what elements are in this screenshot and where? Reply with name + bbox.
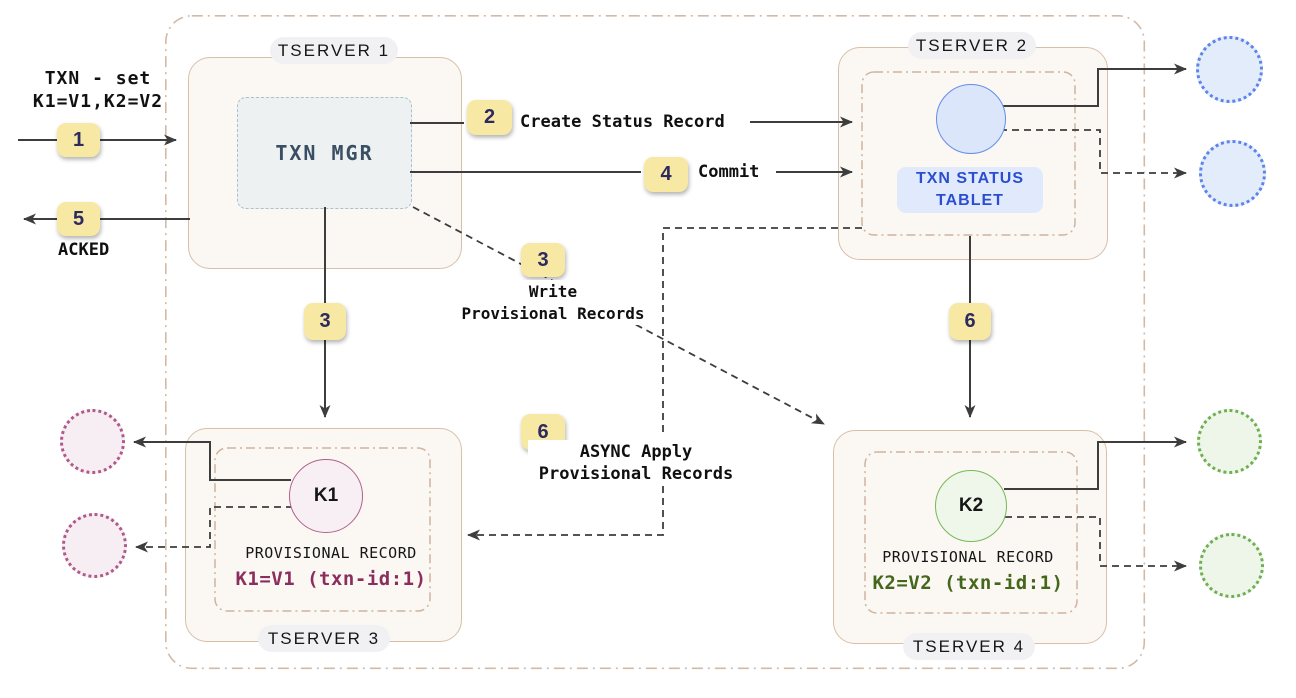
k2-replica2-circle [1199,533,1264,598]
client-request-label: TXN - set K1=V1,K2=V2 [18,68,178,113]
txn-mgr-box: TXN MGR [237,97,412,209]
commit-label: Commit [698,162,760,182]
client-request-line1: TXN - set [44,68,152,89]
tserver4-name: TSERVER 4 [912,636,1026,656]
k1-record-title: PROVISIONAL RECORD [245,544,417,562]
write-provisional-label: Write Provisional Records [445,280,661,326]
async-apply-label: ASYNC Apply Provisional Records [528,440,744,487]
badge-step2: 2 [467,100,512,135]
k1-replica2-circle [62,513,127,578]
txn-status-tablet-line1: TXN STATUS [915,170,1025,188]
badge-step6-down: 6 [949,303,991,340]
k2-replica1-circle [1197,409,1262,474]
badge-step4: 4 [644,157,688,192]
status-replica1-circle [1196,36,1263,103]
k1-provisional-record: PROVISIONAL RECORD K1=V1 (txn-id:1) [216,542,446,595]
status-replica2-circle [1199,140,1266,207]
badge-step3-down: 3 [304,303,346,340]
write-provisional-line2: Provisional Records [461,303,645,323]
k2-label: K2 [958,495,984,516]
tserver1-name: TSERVER 1 [277,40,391,60]
create-status-record-label: Create Status Record [520,112,725,132]
tserver3-name: TSERVER 3 [267,628,381,648]
txn-status-tablet-line2: TABLET [936,192,1004,209]
k1-tablet-circle: K1 [289,459,363,533]
write-provisional-line1: Write [528,282,578,301]
k2-provisional-record: PROVISIONAL RECORD K2=V2 (txn-id:1) [853,546,1083,599]
k2-record-value: K2=V2 (txn-id:1) [872,572,1064,595]
k1-replica1-circle [60,409,125,474]
k2-tablet-circle: K2 [935,470,1007,542]
txn-status-circle [936,84,1006,154]
txn-status-tablet: TXN STATUS TABLET [897,167,1043,213]
client-request-line2: K1=V1,K2=V2 [32,90,164,112]
k1-record-value: K1=V1 (txn-id:1) [235,568,427,591]
async-apply-line2: Provisional Records [538,464,734,485]
tserver2-pill: TSERVER 2 [908,32,1036,59]
tserver3-pill: TSERVER 3 [258,625,390,652]
badge-step5: 5 [57,202,100,236]
tserver2-name: TSERVER 2 [915,35,1029,55]
badge-step1: 1 [57,123,100,157]
badge-step3-write: 3 [521,243,565,277]
async-apply-line1: ASYNC Apply [579,442,693,462]
k2-record-title: PROVISIONAL RECORD [882,548,1054,566]
k1-label: K1 [313,485,339,506]
acked-label: ACKED [58,240,110,260]
tserver4-pill: TSERVER 4 [903,633,1035,660]
txn-mgr-label: TXN MGR [275,141,374,165]
tserver1-pill: TSERVER 1 [270,37,398,64]
